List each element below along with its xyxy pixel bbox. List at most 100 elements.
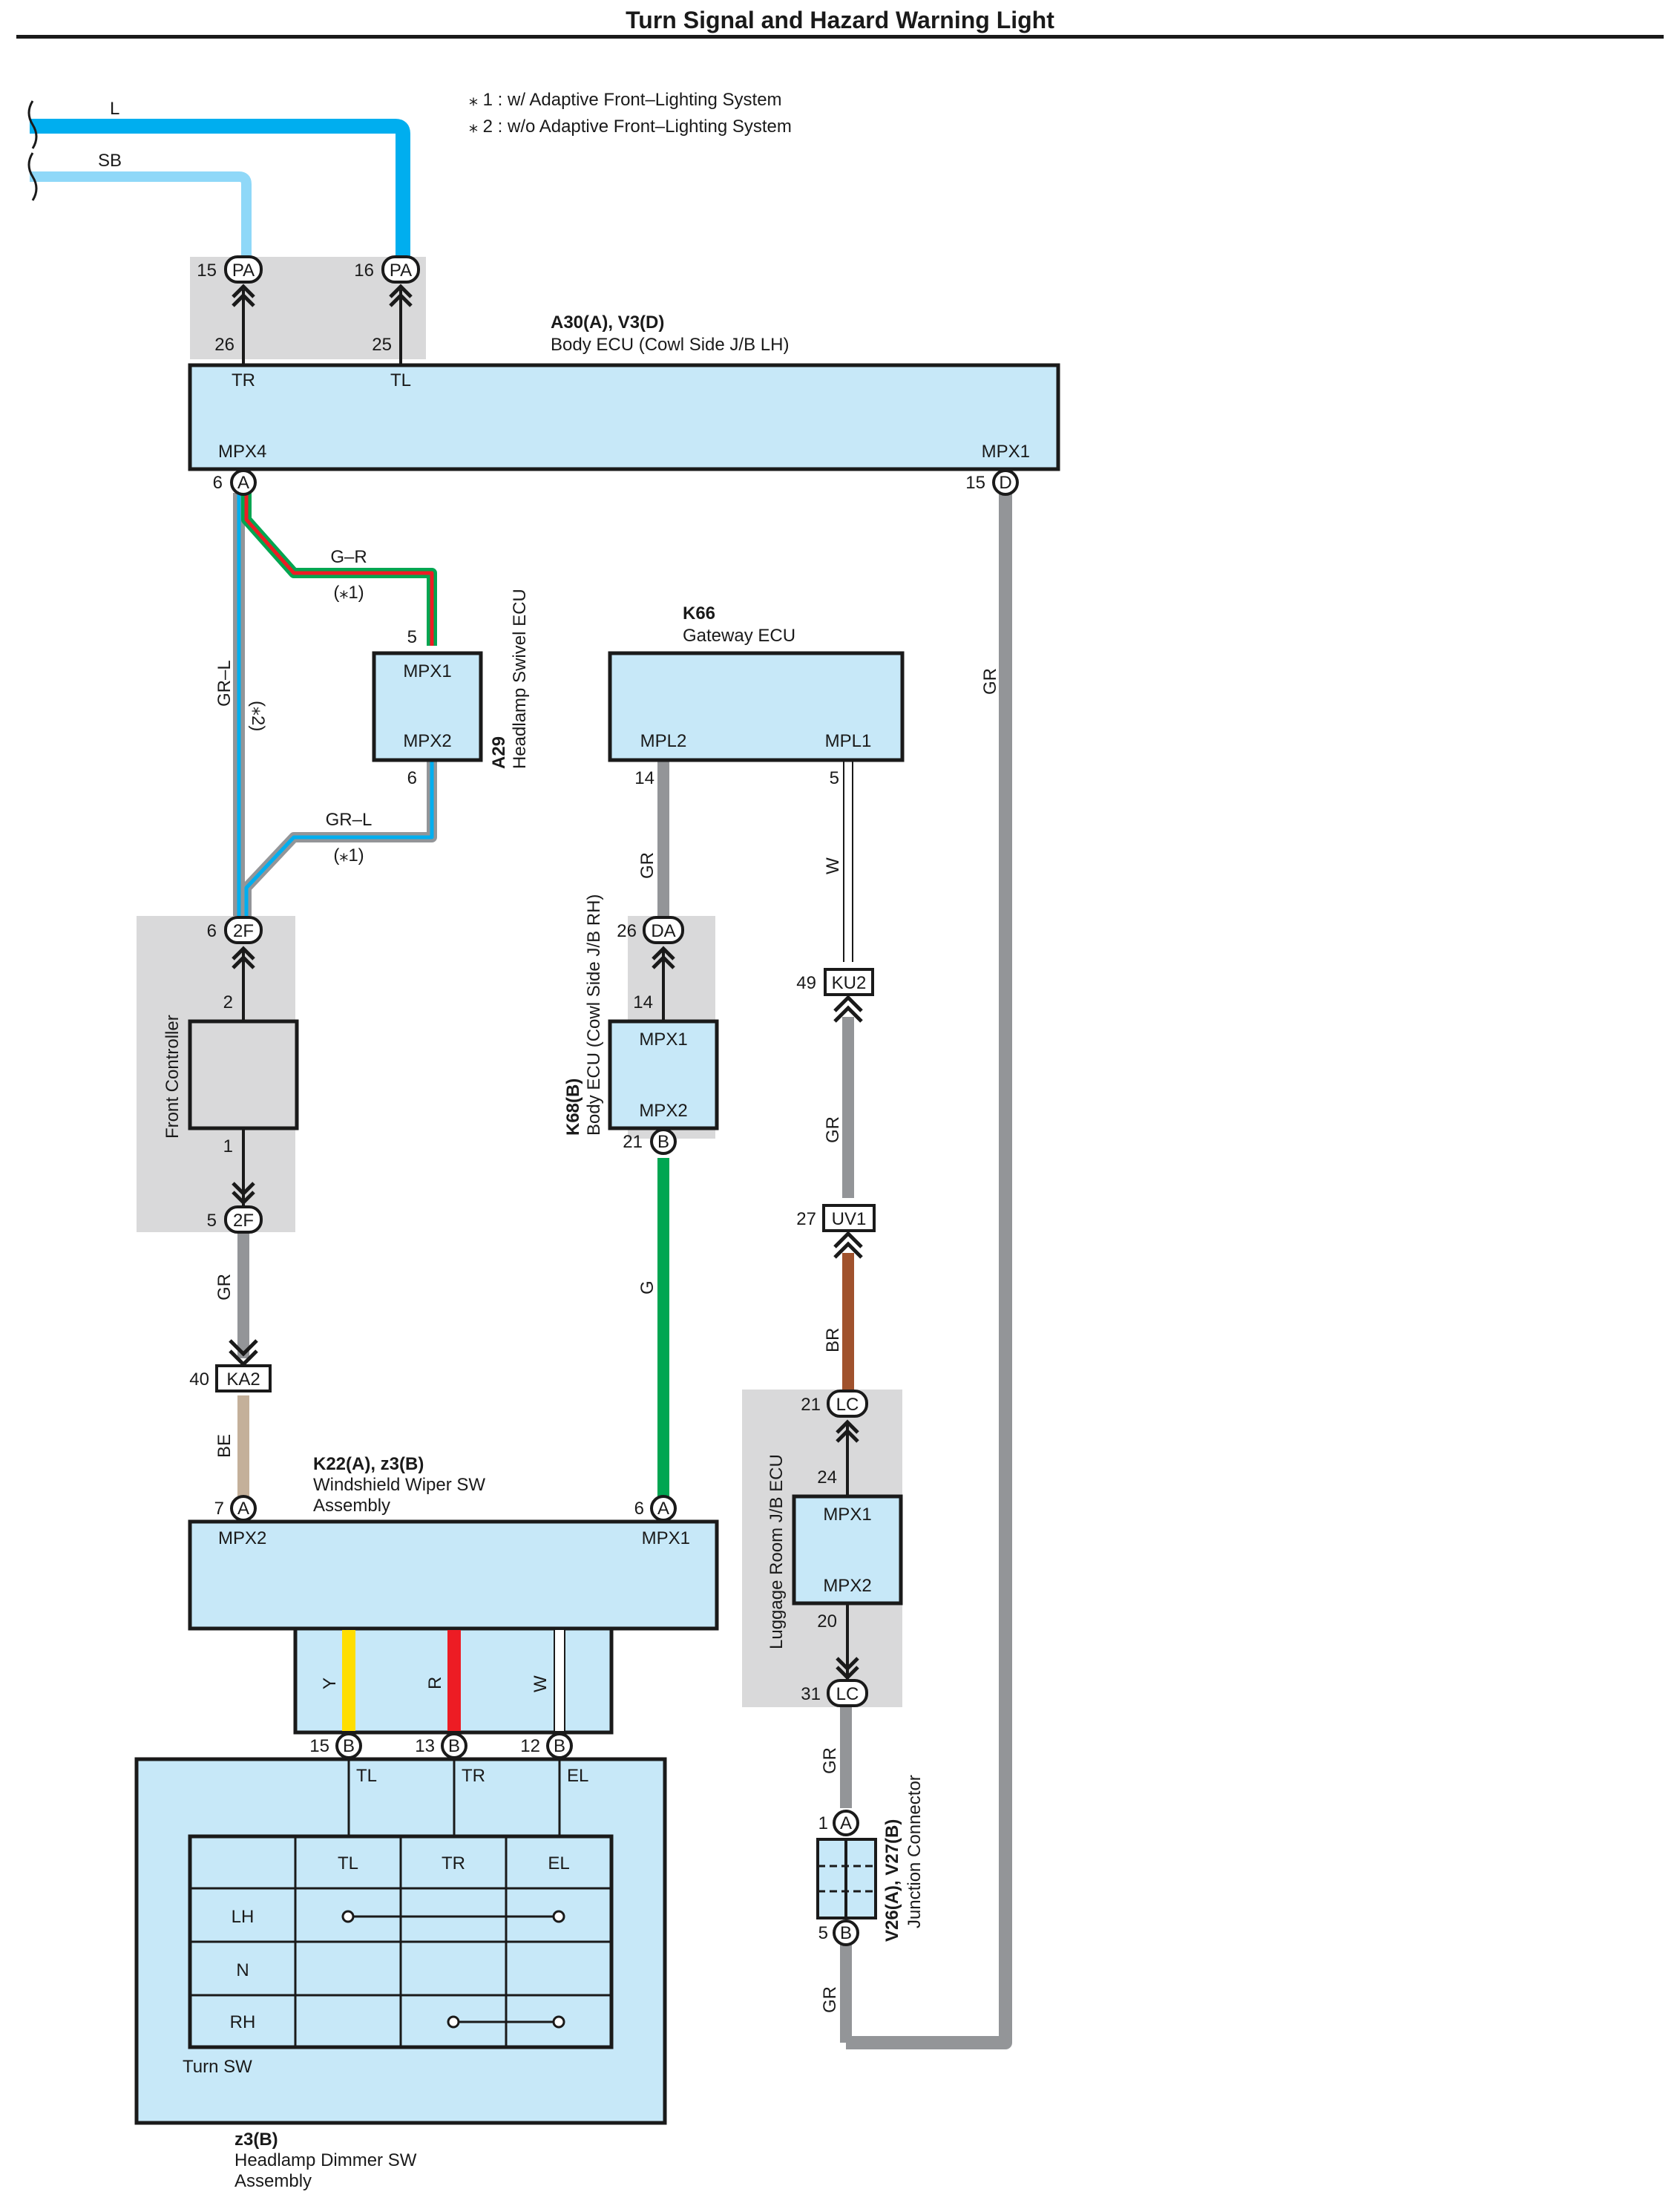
wire-g-r xyxy=(241,493,437,646)
label-gr-k66: GR xyxy=(637,852,657,879)
luggage-box xyxy=(792,1494,903,1606)
table-row-n: N xyxy=(236,1960,249,1980)
svg-text:6: 6 xyxy=(213,473,223,493)
k68-connector-b: B 21 xyxy=(623,1128,677,1155)
svg-text:TR: TR xyxy=(462,1766,485,1786)
pa-connector-16: PA 16 xyxy=(354,255,420,284)
svg-text:A: A xyxy=(840,1813,852,1833)
pa-connector-15: PA 15 xyxy=(197,255,263,284)
dimmer-pin-el: B 12 EL xyxy=(520,1732,588,1836)
label-g: G xyxy=(637,1280,657,1295)
note-2: ⁎ 2 : w/o Adaptive Front–Lighting System xyxy=(469,117,792,137)
luggage-mpx1: MPX1 xyxy=(823,1505,871,1525)
svg-text:5: 5 xyxy=(207,1211,217,1231)
svg-text:13: 13 xyxy=(415,1736,435,1756)
svg-text:5: 5 xyxy=(818,1923,828,1943)
ku2-connector: KU2 49 xyxy=(796,968,874,996)
body-ecu-id: A30(A), V3(D) xyxy=(551,312,664,333)
wire-break-mark-sb xyxy=(27,152,38,201)
svg-text:2F: 2F xyxy=(233,1211,254,1231)
k68-pin-top: 14 xyxy=(633,992,653,1012)
svg-text:B: B xyxy=(657,1132,669,1152)
svg-text:B: B xyxy=(554,1736,565,1756)
dimmer-pin-tr: B 13 TR xyxy=(415,1732,485,1836)
wiper-mpx1: MPX1 xyxy=(642,1528,690,1548)
label-note1-b: (⁎1) xyxy=(333,845,364,865)
svg-text:12: 12 xyxy=(520,1736,540,1756)
body-ecu-pin-tr: TR xyxy=(232,370,255,390)
fc-pin-top: 2 xyxy=(223,992,233,1012)
label-note1-a: (⁎1) xyxy=(333,583,364,603)
body-ecu-name: Body ECU (Cowl Side J/B LH) xyxy=(551,335,789,355)
svg-text:PA: PA xyxy=(390,261,412,281)
wiper-mpx2: MPX2 xyxy=(218,1528,266,1548)
diagram-title: Turn Signal and Hazard Warning Light xyxy=(626,7,1054,33)
wire-break-mark-l xyxy=(27,100,38,149)
svg-text:KA2: KA2 xyxy=(226,1369,260,1390)
a29-id: A29 xyxy=(489,736,509,769)
label-gr-l-left: GR–L xyxy=(214,660,234,707)
k68-box xyxy=(608,1019,719,1130)
k66-box xyxy=(608,651,905,762)
svg-text:B: B xyxy=(448,1736,460,1756)
tr-arrow-icon xyxy=(232,284,255,307)
svg-text:31: 31 xyxy=(801,1684,821,1704)
k68-mpx2: MPX2 xyxy=(639,1101,687,1121)
a29-box xyxy=(372,651,483,762)
wire-gr-right xyxy=(846,493,1012,2049)
table-col-tl: TL xyxy=(338,1853,358,1873)
svg-text:A: A xyxy=(657,1499,669,1519)
svg-text:26: 26 xyxy=(617,921,637,941)
k66-pin-mpl2: 14 xyxy=(634,768,654,788)
uv1-connector: UV1 27 xyxy=(796,1204,876,1232)
label-l: L xyxy=(110,99,119,119)
dimmer-name2: Assembly xyxy=(234,2171,312,2191)
k66-name: Gateway ECU xyxy=(683,626,795,646)
body-ecu-pin-tl: TL xyxy=(390,370,411,390)
fc-bottom-arrow-icon xyxy=(232,1182,255,1205)
svg-text:KU2: KU2 xyxy=(832,973,867,993)
svg-text:UV1: UV1 xyxy=(832,1209,867,1229)
label-w: W xyxy=(531,1675,551,1692)
k66-pin-mpl1: 5 xyxy=(830,768,839,788)
label-gr-right: GR xyxy=(980,668,1000,695)
svg-text:EL: EL xyxy=(567,1766,588,1786)
svg-text:A: A xyxy=(237,1499,249,1519)
svg-text:B: B xyxy=(343,1736,355,1756)
front-controller-connector-bottom: 2F 5 xyxy=(207,1205,263,1234)
label-gr-ku2: GR xyxy=(823,1116,843,1143)
wiper-name2: Assembly xyxy=(313,1496,390,1516)
body-ecu-pin-mpx1: MPX1 xyxy=(982,442,1030,462)
k66-id: K66 xyxy=(683,603,715,623)
a29-pin-bottom: 6 xyxy=(407,768,417,788)
svg-text:27: 27 xyxy=(796,1209,816,1229)
label-br: BR xyxy=(823,1328,843,1352)
wire-sb xyxy=(30,171,252,257)
luggage-mpx2: MPX2 xyxy=(823,1576,871,1596)
svg-text:15: 15 xyxy=(197,261,217,281)
front-controller-box xyxy=(188,1019,299,1130)
label-be: BE xyxy=(214,1434,234,1458)
svg-text:LC: LC xyxy=(836,1684,859,1704)
svg-text:B: B xyxy=(840,1923,852,1943)
wiper-connector-a6: A 6 xyxy=(634,1495,677,1522)
ka2-connector: KA2 40 xyxy=(189,1364,272,1392)
svg-text:16: 16 xyxy=(354,261,374,281)
uv1-arrow-icon xyxy=(833,1231,863,1259)
svg-text:2F: 2F xyxy=(233,921,254,941)
v26-junction-block xyxy=(816,1838,877,1919)
luggage-pin-bottom: 20 xyxy=(817,1611,837,1631)
wiper-connector-a7: A 7 xyxy=(214,1495,257,1522)
svg-text:49: 49 xyxy=(796,973,816,993)
front-controller-name: Front Controller xyxy=(163,1015,183,1139)
title-rule xyxy=(16,35,1664,39)
v26-connector-a: A 1 xyxy=(818,1810,859,1836)
fc-pin-bottom: 1 xyxy=(223,1136,233,1156)
wiper-name1: Windshield Wiper SW xyxy=(313,1475,485,1495)
svg-text:40: 40 xyxy=(189,1369,209,1390)
k68-mpx1: MPX1 xyxy=(639,1030,687,1050)
k66-mpl2: MPL2 xyxy=(640,731,687,751)
wire-gr-l-a29 xyxy=(241,760,437,916)
table-row-lh: LH xyxy=(232,1907,255,1927)
